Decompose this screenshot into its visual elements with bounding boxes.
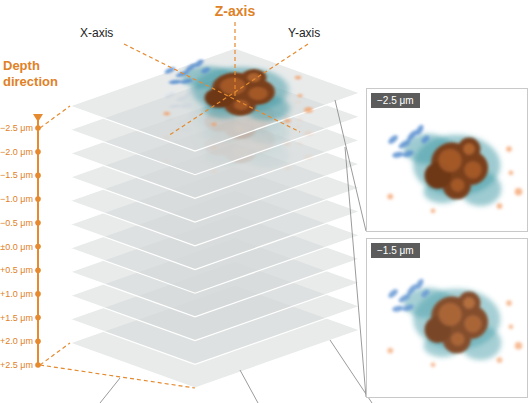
axis-label: X-axis (80, 26, 124, 41)
depth-value: −2.0 μm (0, 146, 33, 158)
axis-label: Z-axis (200, 3, 270, 20)
depth-value: −1.5 μm (0, 169, 33, 181)
depth-value: ±0.0 μm (0, 241, 33, 253)
depth-value: +1.0 μm (0, 288, 33, 300)
depth-tag: −2.5 μm (371, 93, 420, 108)
scale-title: Depth direction (3, 58, 71, 90)
depth-value: +0.5 μm (0, 264, 33, 276)
depth-value: +1.5 μm (0, 312, 33, 324)
depth-value: −1.0 μm (0, 193, 33, 205)
depth-value: −2.5 μm (0, 122, 33, 134)
image-panel: −2.5 μm (366, 88, 528, 232)
depth-tag: −1.5 μm (371, 243, 420, 258)
axis-label: Y-axis (288, 26, 332, 41)
depth-value: +2.5 μm (0, 359, 33, 371)
depth-value: +2.0 μm (0, 335, 33, 347)
image-panel: −1.5 μm (366, 238, 528, 398)
depth-value: −0.5 μm (0, 217, 33, 229)
